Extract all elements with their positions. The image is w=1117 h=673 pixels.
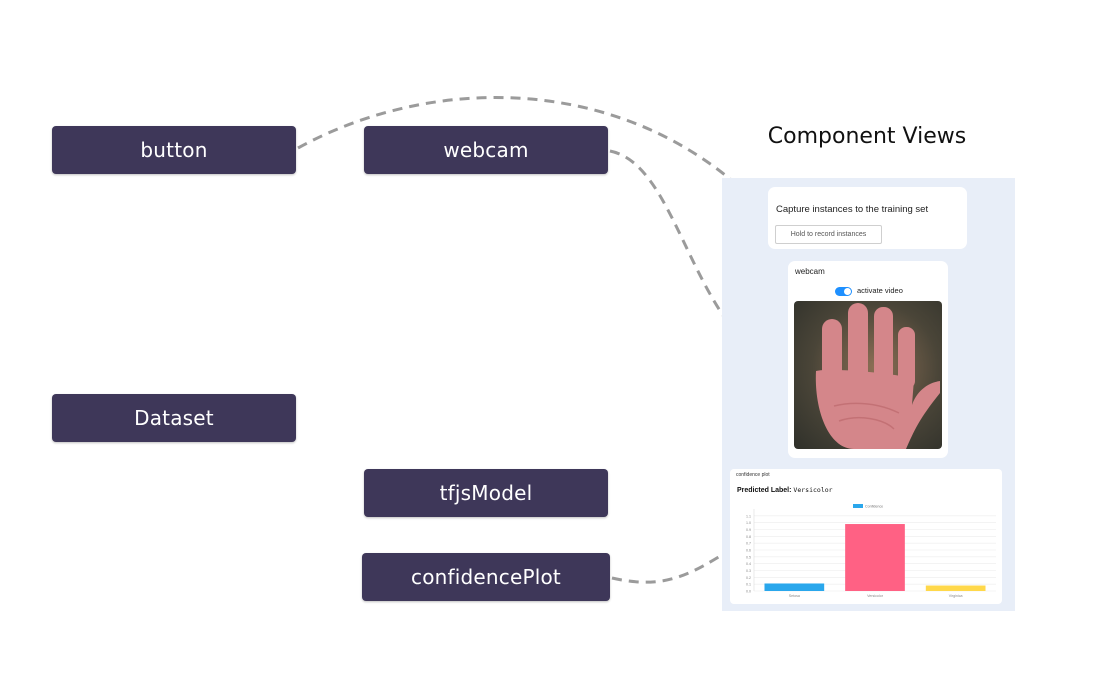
webcam-video-feed — [794, 301, 942, 449]
capture-card-title: Capture instances to the training set — [776, 204, 929, 215]
legend-label: Confidence — [865, 505, 883, 509]
y-tick-label: 0.3 — [746, 569, 751, 573]
bar-versicolor — [845, 524, 905, 591]
node-dataset: Dataset — [52, 394, 296, 442]
toggle-knob — [844, 288, 851, 295]
record-instances-button[interactable]: Hold to record instances — [775, 225, 882, 244]
y-tick-label: 1.0 — [746, 521, 751, 525]
y-tick-label: 0.0 — [746, 590, 751, 594]
webcam-card-title: webcam — [795, 267, 825, 276]
node-webcam: webcam — [364, 126, 608, 174]
y-tick-label: 0.6 — [746, 549, 751, 553]
activate-video-toggle[interactable] — [835, 287, 852, 296]
y-tick-label: 1.1 — [746, 514, 751, 518]
y-tick-label: 0.4 — [746, 562, 751, 566]
confidence-bar-chart: 0.0 0.1 0.2 0.3 0.4 0.5 0.6 0.7 0.8 0.9 1.0 1.1 Conf… — [746, 504, 996, 598]
hand-image — [815, 303, 940, 449]
capture-card: Capture instances to the training set Ho… — [768, 187, 967, 249]
node-button: button — [52, 126, 296, 174]
y-tick-label: 0.9 — [746, 528, 751, 532]
y-tick-label: 0.5 — [746, 555, 751, 559]
node-tfjs-model: tfjsModel — [364, 469, 608, 517]
component-views-title: Component Views — [767, 124, 967, 149]
predicted-label: Predicted Label: Versicolor — [737, 486, 833, 494]
legend-swatch — [853, 504, 863, 508]
node-confidence-plot: confidencePlot — [362, 553, 610, 601]
y-tick-label: 0.1 — [746, 583, 751, 587]
y-tick-label: 0.8 — [746, 535, 751, 539]
x-tick-label: Virginica — [949, 594, 963, 598]
x-tick-label: Setosa — [789, 594, 800, 598]
y-tick-label: 0.7 — [746, 542, 751, 546]
bar-setosa — [764, 583, 825, 591]
confidence-plot-card: confidence plot Predicted Label: Versico… — [730, 469, 1002, 604]
x-tick-label: Versicolor — [867, 594, 884, 598]
plot-card-title: confidence plot — [736, 472, 770, 478]
y-tick-label: 0.2 — [746, 576, 751, 580]
webcam-card: webcam activate video — [788, 261, 948, 458]
activate-video-label: activate video — [857, 286, 903, 295]
predicted-label-value: Versicolor — [793, 486, 833, 494]
arrow-confidenceplot-to-chart — [611, 546, 735, 584]
component-views-panel: Capture instances to the training set Ho… — [722, 178, 1015, 611]
predicted-label-prefix: Predicted Label: — [737, 487, 792, 494]
bar-virginica — [925, 585, 986, 591]
